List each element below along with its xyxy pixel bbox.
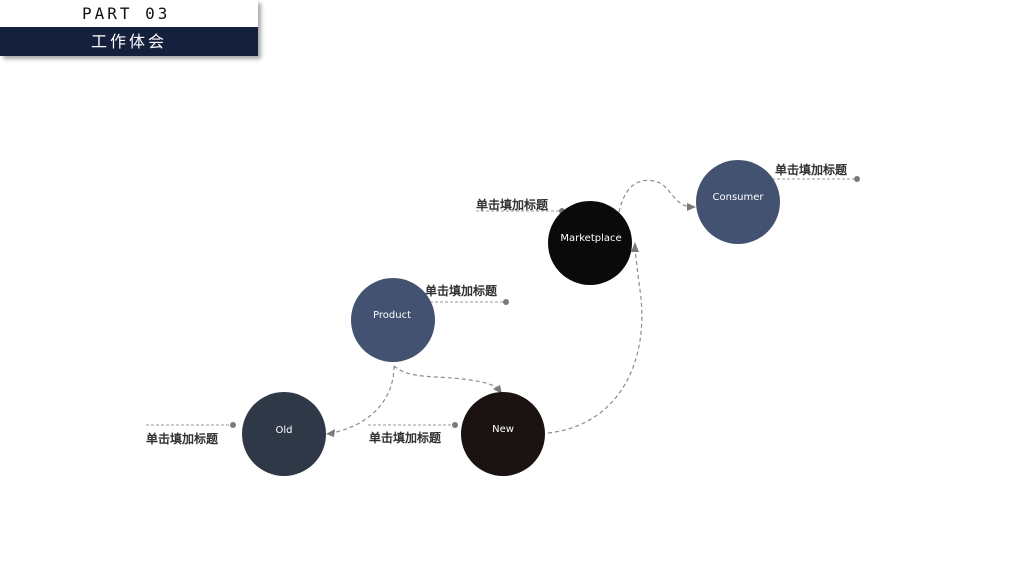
caption-product: 单击填加标题 [425, 283, 498, 298]
node-new-label: New [492, 424, 514, 435]
arrow-to-consumer [687, 203, 696, 211]
node-consumer [696, 160, 780, 244]
guide-dot-consumer [854, 176, 860, 182]
section-header: PART 03 工作体会 [0, 0, 258, 56]
connector-new-to-marketplace [547, 247, 643, 434]
connector-product-to-new [393, 365, 501, 391]
connector-product-to-old [331, 365, 395, 434]
caption-old: 单击填加标题 [146, 431, 219, 446]
node-marketplace-label: Marketplace [560, 233, 621, 244]
node-product [351, 278, 435, 362]
caption-marketplace: 单击填加标题 [476, 197, 549, 212]
node-marketplace [548, 201, 632, 285]
guide-dot-old [230, 422, 236, 428]
guide-dot-new [452, 422, 458, 428]
section-title: 工作体会 [0, 27, 258, 56]
node-new [461, 392, 545, 476]
node-consumer-label: Consumer [713, 192, 765, 203]
node-old-label: Old [276, 425, 293, 436]
node-product-label: Product [373, 310, 411, 321]
node-old [242, 392, 326, 476]
caption-consumer: 单击填加标题 [775, 162, 848, 177]
arrow-to-old [326, 429, 335, 437]
part-label: PART 03 [0, 0, 258, 27]
arrow-to-new [493, 385, 502, 394]
guide-dot-product [503, 299, 509, 305]
connector-marketplace-to-consumer [618, 179, 691, 213]
arrow-to-marketplace [631, 242, 639, 252]
caption-new: 单击填加标题 [369, 430, 442, 445]
